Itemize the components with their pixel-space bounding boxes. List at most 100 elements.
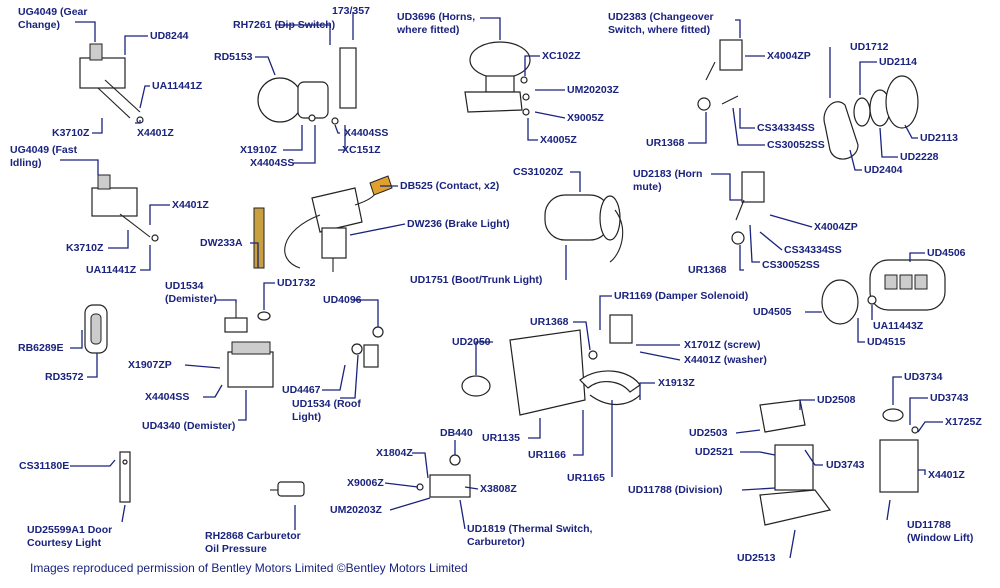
label-ua11441z-2: UA11441Z — [86, 264, 137, 276]
label-x9005z: X9005Z — [567, 112, 604, 124]
label-ud25599a1: UD25599A1 Door Courtesy Light — [27, 524, 113, 549]
label-x4404ss-1: X4404SS — [250, 157, 295, 169]
label-ud4506: UD4506 — [927, 247, 966, 259]
boot-light-part — [544, 194, 624, 263]
label-um20203z-1: UM20203Z — [567, 84, 619, 96]
label-rd3572: RD3572 — [45, 371, 84, 383]
label-x1913z: X1913Z — [658, 377, 695, 389]
window-lift-switch-part — [879, 408, 919, 493]
label-x3808z: X3808Z — [480, 483, 517, 495]
label-ud1751: UD1751 (Boot/Trunk Light) — [410, 274, 543, 286]
label-cs34334ss-2: CS34334SS — [784, 244, 842, 256]
label-x1725z: X1725Z — [945, 416, 982, 428]
label-dw236: DW236 (Brake Light) — [407, 218, 510, 230]
label-x1804z: X1804Z — [376, 447, 413, 459]
label-cs31020z: CS31020Z — [513, 166, 564, 178]
label-ua11441z-1: UA11441Z — [152, 80, 203, 92]
label-x4404ss-2: X4404SS — [344, 127, 389, 139]
copyright-footer: Images reproduced permission of Bentley … — [30, 561, 468, 575]
leader-lines — [60, 12, 943, 559]
horn-mute-switch-part — [731, 171, 765, 245]
label-ur1368-3: UR1368 — [530, 316, 569, 328]
label-ud11788-division: UD11788 (Division) — [628, 484, 723, 496]
label-rh2868: RH2868 Carburetor Oil Pressure — [205, 530, 301, 555]
label-ud4515: UD4515 — [867, 336, 906, 348]
label-ud8244: UD8244 — [150, 30, 189, 42]
screw-part — [151, 234, 159, 242]
label-ug4049-fast: UG4049 (Fast Idling) — [10, 144, 78, 169]
label-ur1169: UR1169 (Damper Solenoid) — [614, 290, 749, 302]
label-ug4049-gear: UG4049 (Gear Change) — [18, 6, 88, 31]
label-x1701z: X1701Z (screw) — [684, 339, 761, 351]
label-x4005z: X4005Z — [540, 134, 577, 146]
label-ud1819: UD1819 (Thermal Switch, Carburetor) — [467, 523, 593, 548]
label-ud1534-roof: UD1534 (Roof Light) — [292, 398, 361, 423]
dip-switch-part — [257, 47, 357, 125]
label-ud2513: UD2513 — [737, 552, 776, 564]
roof-light-switch-part — [351, 326, 384, 368]
label-x4004zp-1: X4004ZP — [767, 50, 811, 62]
label-ud4505: UD4505 — [753, 306, 792, 318]
label-rh7261: RH7261 (Dip Switch) — [233, 19, 336, 31]
label-ud1534-demister: UD1534 (Demister) — [165, 280, 217, 305]
label-dw233a: DW233A — [200, 237, 243, 249]
cover-plate-part — [84, 304, 108, 354]
damper-solenoid-part — [461, 314, 641, 416]
label-ud2113: UD2113 — [920, 132, 958, 144]
door-courtesy-light-part — [119, 451, 131, 503]
label-ud4096: UD4096 — [323, 294, 362, 306]
label-rd5153: RD5153 — [214, 51, 253, 63]
label-k3710z-1: K3710Z — [52, 127, 90, 139]
label-db440: DB440 — [440, 427, 473, 439]
label-cs30052ss-2: CS30052SS — [762, 259, 820, 271]
label-xc102z: XC102Z — [542, 50, 581, 62]
fast-idle-switch-part — [91, 174, 151, 238]
label-cs34334ss-1: CS34334SS — [757, 122, 815, 134]
label-ud2228: UD2228 — [900, 151, 939, 163]
changeover-switch-part — [697, 39, 743, 111]
label-ud4340: UD4340 (Demister) — [142, 420, 236, 432]
label-ud3734: UD3734 — [904, 371, 943, 383]
label-x1910z: X1910Z — [240, 144, 277, 156]
label-x4401z-3: X4401Z — [928, 469, 965, 481]
label-ur1165: UR1165 — [567, 472, 605, 484]
label-x4004zp-2: X4004ZP — [814, 221, 858, 233]
brake-light-switch-part — [253, 175, 393, 272]
label-um20203z-2: UM20203Z — [330, 504, 382, 516]
label-cs31180e: CS31180E — [19, 460, 70, 472]
label-x4401z-washer: X4401Z (washer) — [684, 354, 767, 366]
label-ud2508: UD2508 — [817, 394, 856, 406]
label-173-357: 173/357 — [332, 5, 370, 17]
label-x4404ss-3: X4404SS — [145, 391, 190, 403]
label-ud2404: UD2404 — [864, 164, 903, 176]
demister-switch-part — [224, 303, 274, 388]
label-ud3696: UD3696 (Horns, where fitted) — [397, 11, 476, 36]
label-ur1368-2: UR1368 — [688, 264, 727, 276]
oil-pressure-switch-part — [270, 481, 305, 497]
label-ud3743-2: UD3743 — [826, 459, 865, 471]
label-ua11443z: UA11443Z — [873, 320, 924, 332]
label-ud1712: UD1712 — [850, 41, 889, 53]
label-ud2503: UD2503 — [689, 427, 728, 439]
label-x1907zp: X1907ZP — [128, 359, 172, 371]
gear-change-switch-part — [79, 43, 141, 119]
horn-part — [464, 41, 531, 116]
label-ud2183: UD2183 (Horn mute) — [633, 168, 703, 193]
label-ud2114: UD2114 — [879, 56, 917, 68]
label-ud4467: UD4467 — [282, 384, 321, 396]
lamp-assembly-part — [823, 75, 919, 160]
label-x4401z-1: X4401Z — [137, 127, 174, 139]
label-xc151z: XC151Z — [342, 144, 381, 156]
thermal-switch-part — [416, 454, 471, 498]
label-ur1166: UR1166 — [528, 449, 566, 461]
label-rb6289e: RB6289E — [18, 342, 64, 354]
label-x4401z-2: X4401Z — [172, 199, 209, 211]
label-cs30052ss-1: CS30052SS — [767, 139, 825, 151]
label-ud3743-1: UD3743 — [930, 392, 969, 404]
label-ud1732: UD1732 — [277, 277, 316, 289]
label-x9006z: X9006Z — [347, 477, 384, 489]
label-k3710z-2: K3710Z — [66, 242, 104, 254]
label-ur1135: UR1135 — [482, 432, 520, 444]
label-ud2521: UD2521 — [695, 446, 734, 458]
label-ud2383: UD2383 (Changeover Switch, where fitted) — [608, 11, 714, 36]
